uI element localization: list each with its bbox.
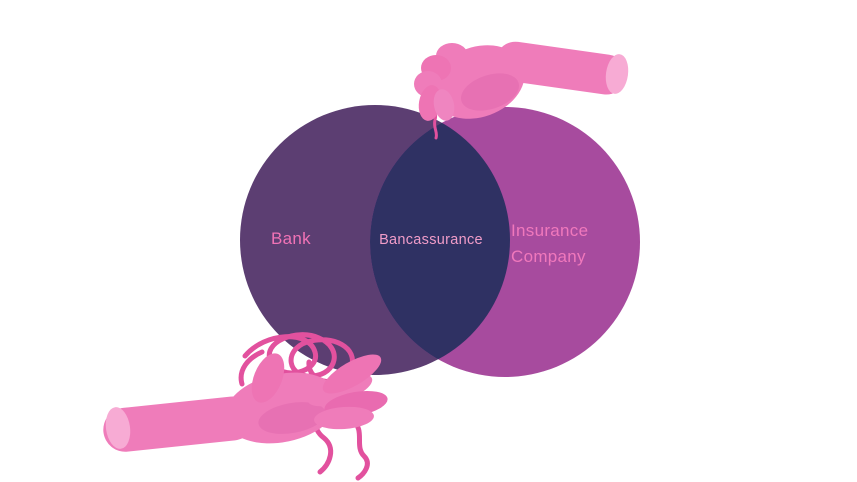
top-hand-pinching-thread-icon [414, 41, 629, 121]
insurance-company-label: Insurance Company [511, 221, 589, 266]
bottom-open-hand-icon [103, 353, 388, 452]
overlap-region [370, 107, 510, 375]
bancassurance-label: Bancassurance [379, 232, 483, 248]
bank-label: Bank [271, 229, 311, 248]
